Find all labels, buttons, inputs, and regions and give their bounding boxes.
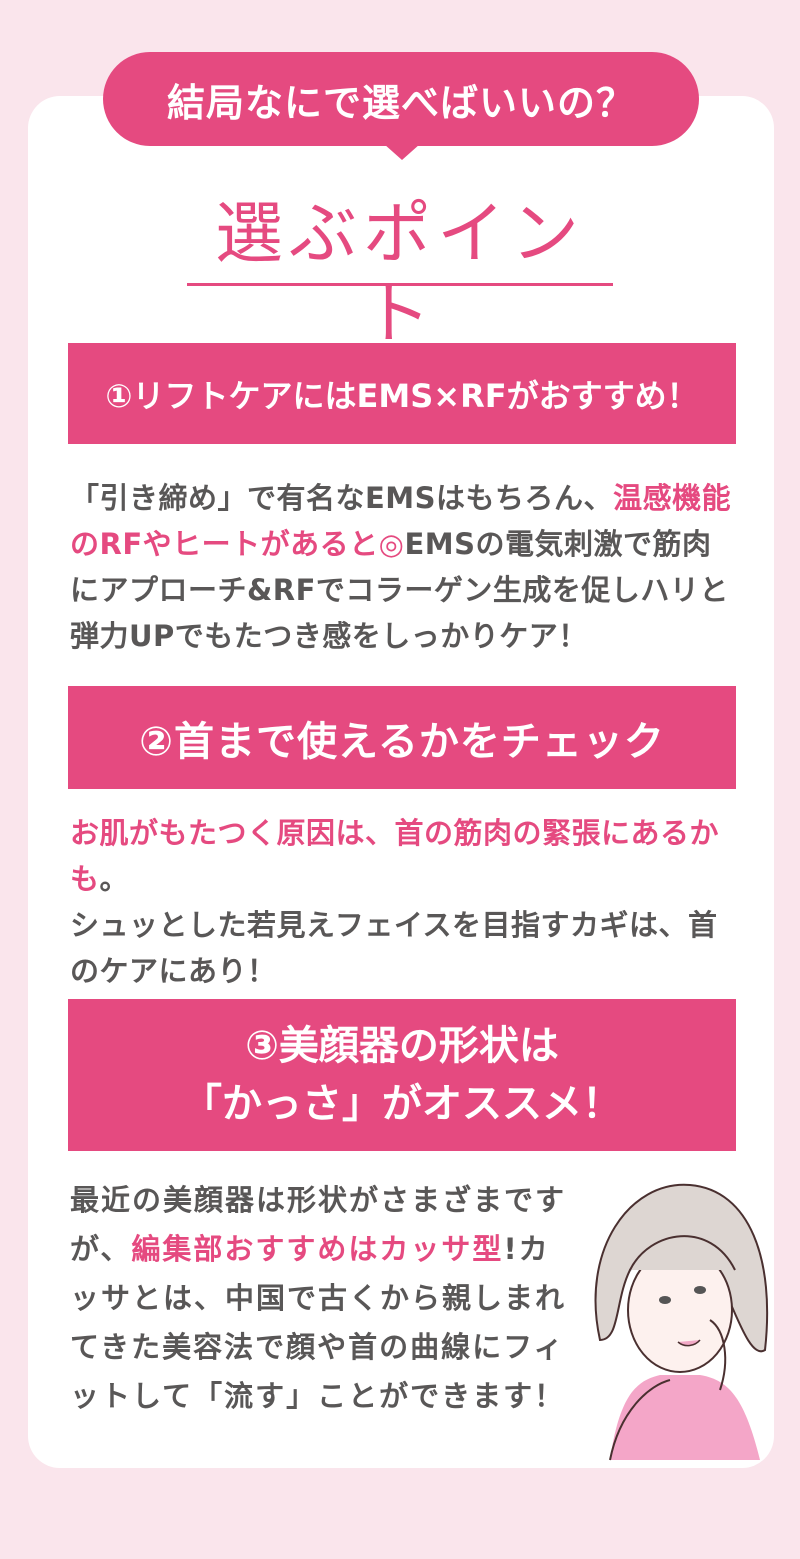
speech-bubble-tail: [384, 144, 420, 160]
section-3-body: 最近の美顔器は形状がさまざまですが、編集部おすすめはカッサ型!カッサとは、中国で…: [70, 1176, 570, 1421]
section-3-highlight: 編集部おすすめはカッサ型: [131, 1232, 504, 1266]
title-underline: [187, 283, 613, 286]
page-title: 選ぶポイント: [214, 195, 585, 354]
section-2-period: 。: [99, 862, 130, 896]
section-2-heading: ②首まで使えるかをチェック: [68, 686, 736, 789]
section-3-heading-line-2: 「かっさ」がオススメ！: [182, 1081, 622, 1127]
section-3-heading-line-1: ③美顔器の形状は: [245, 1023, 559, 1069]
section-1-text-b: EMSの電気刺激で筋肉にアプローチ&RFでコラーゲン生成を促しハリと弾力UPでも…: [70, 527, 729, 653]
section-1-body: 「引き締め」で有名なEMSはもちろん、温感機能のRFやヒートがあると◎EMSの電…: [70, 475, 740, 659]
section-3-text-b: !カッサとは、中国で古くから親しまれてきた美容法で顔や首の曲線にフィットして「流…: [70, 1232, 567, 1413]
section-1-text-a: 「引き締め」で有名なEMSはもちろん、: [70, 481, 614, 515]
section-1-heading: ①リフトケアにはEMS×RFがおすすめ！: [68, 343, 736, 444]
section-2-body: お肌がもたつく原因は、首の筋肉の緊張にあるかも。シュッとした若見えフェイスを目指…: [70, 810, 740, 994]
section-3-text-a: 最近の美顔器は形状がさまざまですが、: [70, 1183, 567, 1266]
speech-bubble: 結局なにで選べばいいの？: [103, 52, 699, 162]
section-2-text: シュッとした若見えフェイスを目指すカギは、首のケアにあり！: [70, 908, 718, 988]
section-1-highlight: 温感機能のRFやヒートがあると◎: [70, 481, 732, 561]
section-2-highlight: お肌がもたつく原因は、首の筋肉の緊張にあるかも: [70, 816, 720, 896]
speech-bubble-text: 結局なにで選べばいいの？: [103, 52, 699, 146]
woman-illustration-icon: [594, 1183, 769, 1461]
section-3-heading: ③美顔器の形状は 「かっさ」がオススメ！: [68, 999, 736, 1151]
